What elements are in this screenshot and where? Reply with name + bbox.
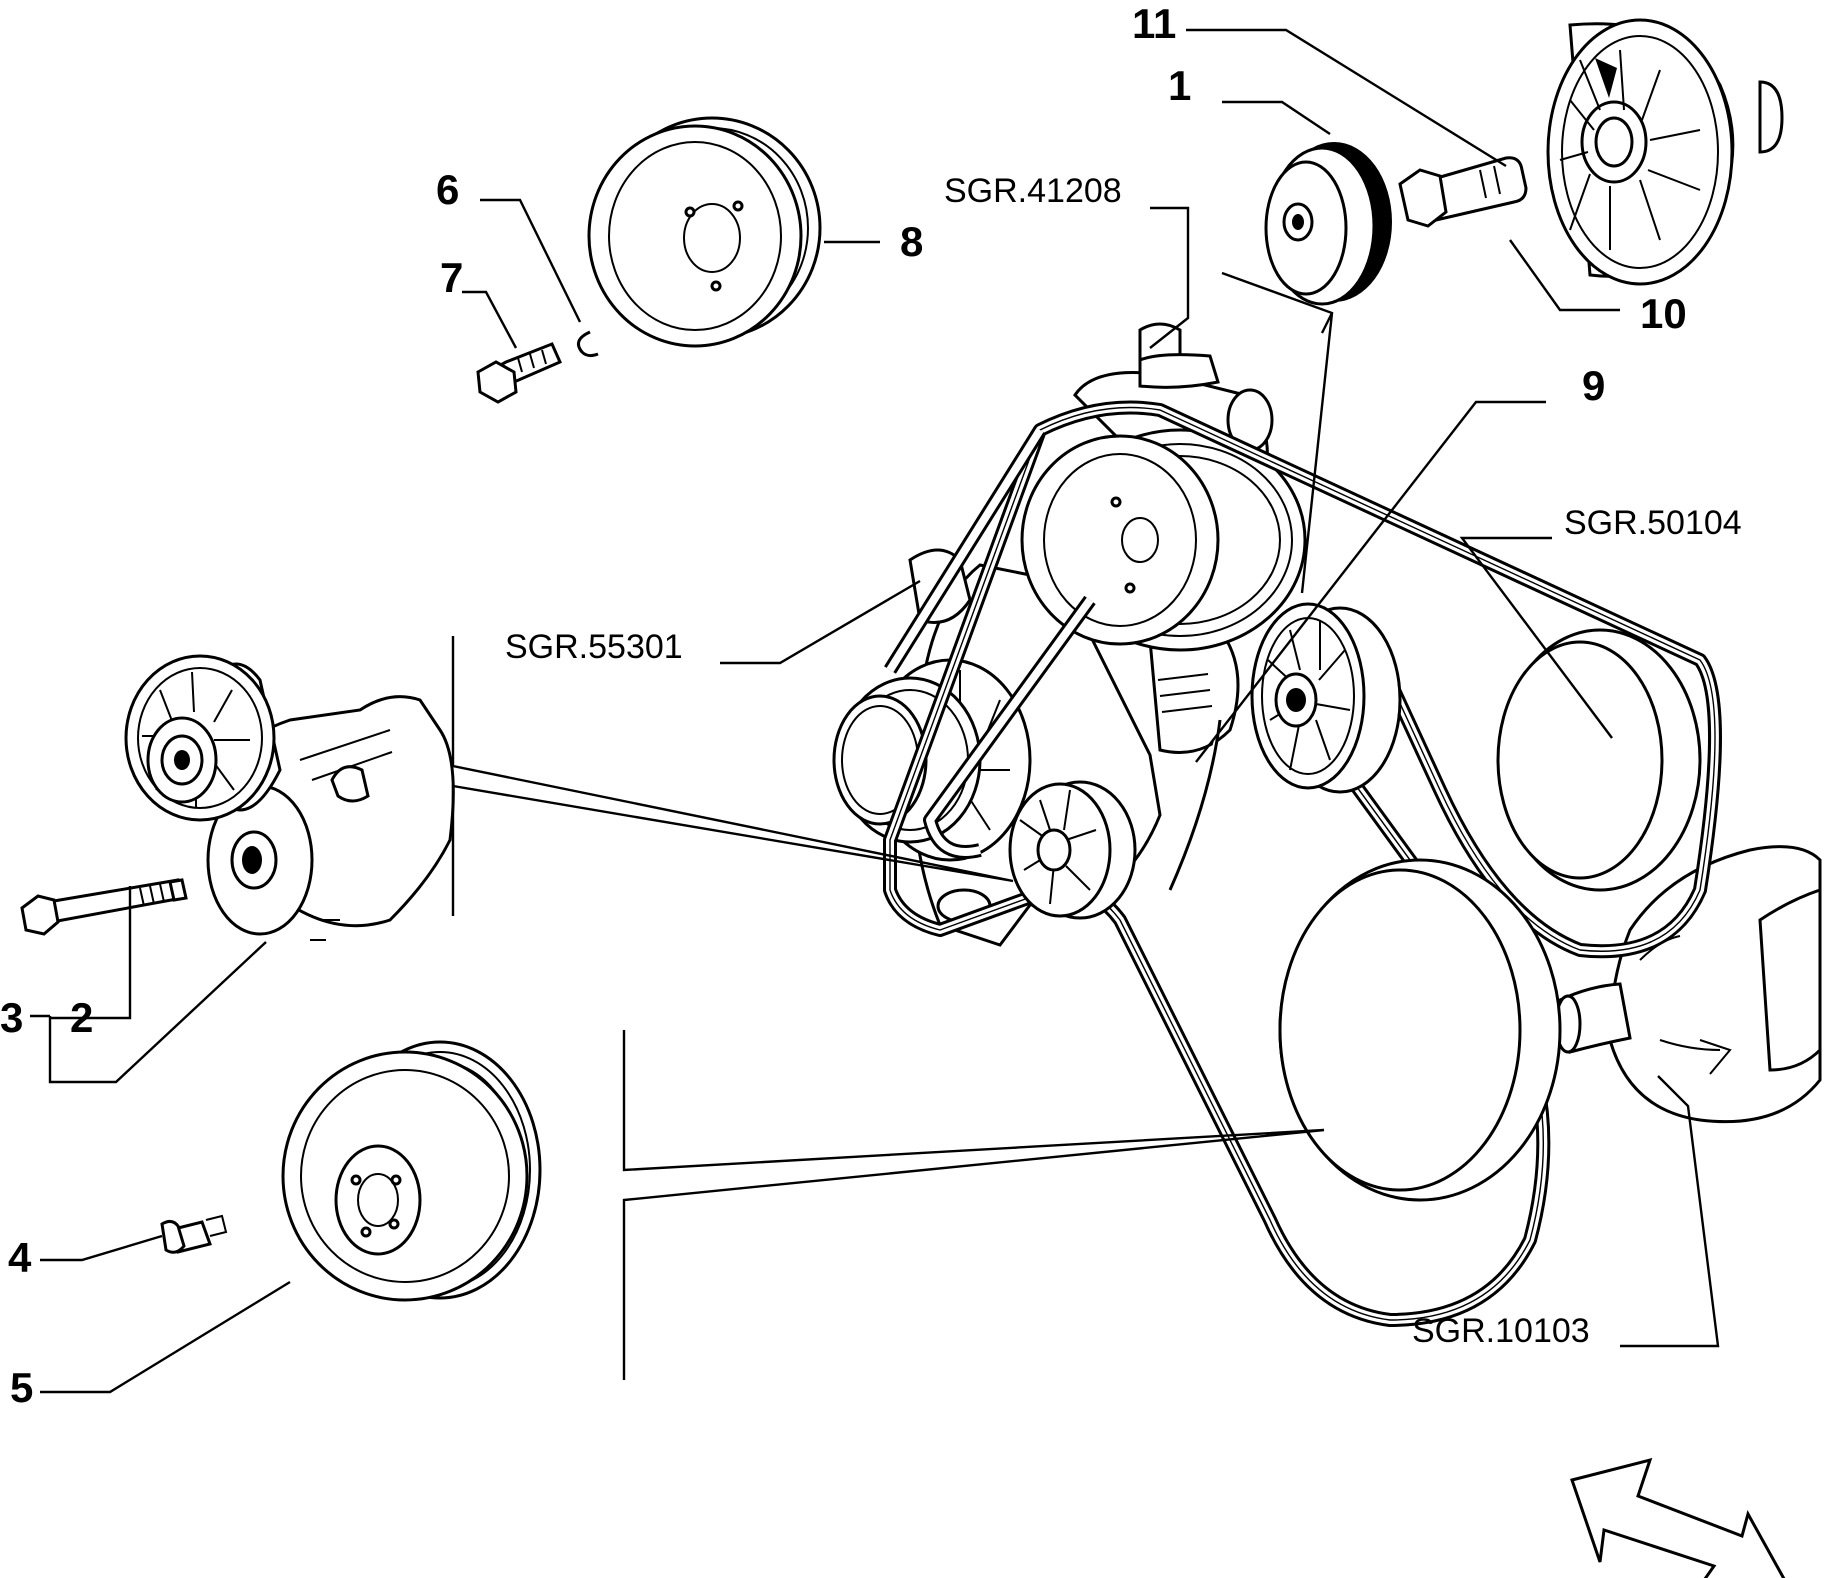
belt-pulley-crank [1278,858,1562,1202]
callout-10: 10 [1640,290,1687,337]
pulley-part-5 [281,1040,542,1302]
callout-3: 3 [0,994,23,1041]
pulley-part-1 [1264,142,1392,306]
callout-5: 5 [10,1364,33,1411]
belt-pulley-idler-right [1250,602,1402,794]
callout-7: 7 [440,254,463,301]
belt-pulley-right [1496,628,1702,892]
callout-11: 11 [1132,0,1176,47]
bracket-lines [451,271,1334,1380]
tensioner-part-3 [124,654,455,941]
washer-part-6 [576,330,599,358]
pulley-part-8 [587,116,822,348]
ref-sgr-41208: SGR.41208 [944,172,1122,210]
ref-sgr-10103: SGR.10103 [1412,1312,1590,1350]
orientation-arrow-icon [1570,1457,1786,1578]
screw-part-4 [160,1214,228,1254]
ref-sgr-55301: SGR.55301 [505,628,683,666]
belt-pulley-idler-lower [1008,780,1137,920]
callout-8: 8 [900,218,923,265]
belt-pulley-upper [1020,428,1307,652]
callout-2: 2 [70,994,93,1041]
leader-lines [30,28,1720,1394]
pulley-part-10 [1546,18,1784,286]
bolt-part-7 [476,342,562,404]
ref-sgr-50104: SGR.50104 [1564,504,1742,542]
callout-4: 4 [8,1234,32,1281]
callout-1: 1 [1168,62,1191,109]
bolt-part-2 [20,878,188,936]
bolt-part-11 [1398,156,1528,228]
callout-9: 9 [1582,362,1605,409]
crankshaft [1554,845,1822,1124]
callout-6: 6 [436,166,459,213]
